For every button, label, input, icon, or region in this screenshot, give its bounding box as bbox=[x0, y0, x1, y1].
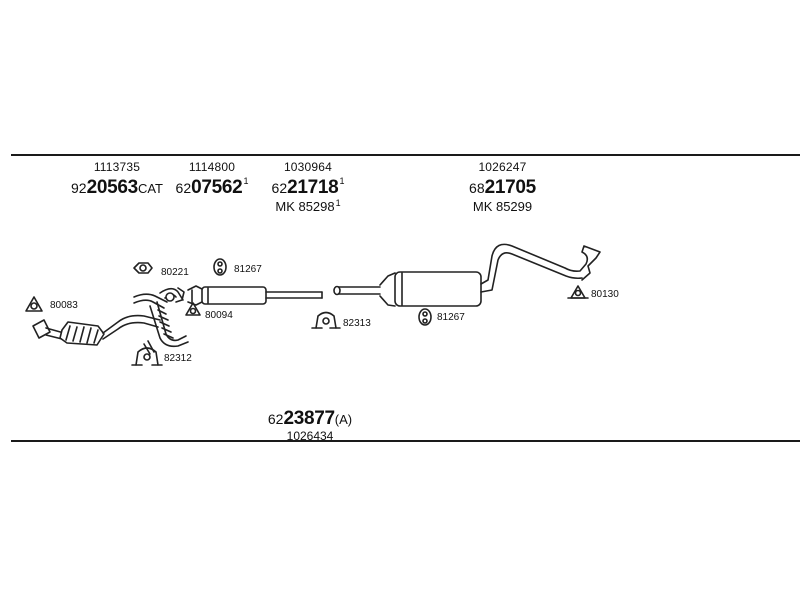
top-divider bbox=[11, 154, 800, 156]
reference-number: 1026247 bbox=[478, 160, 527, 174]
bracket-80130-icon bbox=[567, 285, 589, 299]
footnote-marker: 1 bbox=[243, 176, 249, 186]
catalytic-converter-icon bbox=[32, 314, 161, 346]
bottom-divider bbox=[11, 440, 800, 442]
header-middle-silencer: 1030964 62217181 MK 852981 bbox=[258, 161, 358, 213]
part-code-prefix: 62 bbox=[271, 180, 288, 196]
part-code-prefix: 92 bbox=[71, 180, 87, 196]
part-code: 9220563CAT bbox=[62, 178, 172, 197]
part-code-main: 23877 bbox=[283, 408, 335, 429]
part-label-82312: 82312 bbox=[164, 353, 192, 364]
part-code-prefix: 62 bbox=[267, 411, 284, 427]
front-pipe-icon bbox=[133, 287, 189, 355]
clamp-80221-icon bbox=[133, 262, 153, 274]
part-label-82313: 82313 bbox=[343, 318, 371, 329]
mounting-kit-number: MK 85298 bbox=[275, 199, 335, 214]
part-label-80094: 80094 bbox=[205, 310, 233, 321]
reference-number: 1113735 bbox=[93, 160, 141, 174]
mounting-kit-number: MK 85299 bbox=[472, 199, 533, 214]
part-label-81267: 81267 bbox=[234, 264, 262, 275]
middle-silencer-icon bbox=[187, 285, 323, 306]
part-code: 6821705 bbox=[455, 178, 550, 197]
rubber-hanger-81267-icon bbox=[418, 308, 432, 326]
clamp-82312-icon bbox=[131, 347, 163, 366]
part-code-suffix: CAT bbox=[137, 181, 163, 196]
footnote-marker: 1 bbox=[339, 176, 345, 186]
reference-number: 1114800 bbox=[188, 160, 236, 174]
mounting-kit-code: MK 85299 bbox=[455, 200, 550, 213]
mounting-kit-code: MK 852981 bbox=[258, 198, 358, 214]
part-label-80083: 80083 bbox=[50, 300, 78, 311]
footnote-marker: 1 bbox=[335, 198, 341, 208]
part-code-main: 21718 bbox=[287, 177, 339, 198]
reference-number: 1026434 bbox=[286, 429, 334, 443]
part-code: 62075621 bbox=[167, 176, 257, 198]
part-code-main: 21705 bbox=[484, 177, 537, 198]
part-label-81267: 81267 bbox=[437, 312, 465, 323]
reference-number: 1030964 bbox=[283, 160, 333, 174]
header-front-pipe: 1114800 62075621 bbox=[167, 161, 257, 197]
part-code-prefix: 68 bbox=[469, 180, 485, 196]
part-code-suffix: (A) bbox=[334, 412, 353, 427]
rubber-hanger-81267-icon bbox=[213, 258, 227, 276]
header-rear-silencer: 1026247 6821705 MK 85299 bbox=[455, 161, 550, 213]
part-code-main: 07562 bbox=[191, 177, 243, 198]
gasket-80083-icon bbox=[25, 296, 43, 312]
gasket-80094-icon bbox=[185, 302, 201, 316]
clamp-82313-icon bbox=[311, 311, 341, 329]
part-code-main: 20563 bbox=[86, 177, 139, 198]
part-code: 6223877(A) bbox=[240, 409, 380, 428]
header-catalytic-converter: 1113735 9220563CAT bbox=[62, 161, 172, 197]
part-code-prefix: 62 bbox=[175, 180, 192, 196]
part-label-80221: 80221 bbox=[161, 267, 189, 278]
rear-silencer-icon bbox=[333, 243, 601, 307]
part-label-80130: 80130 bbox=[591, 289, 619, 300]
part-code: 62217181 bbox=[258, 176, 358, 198]
pipe-set-code: 6223877(A) 1026434 bbox=[240, 409, 380, 442]
